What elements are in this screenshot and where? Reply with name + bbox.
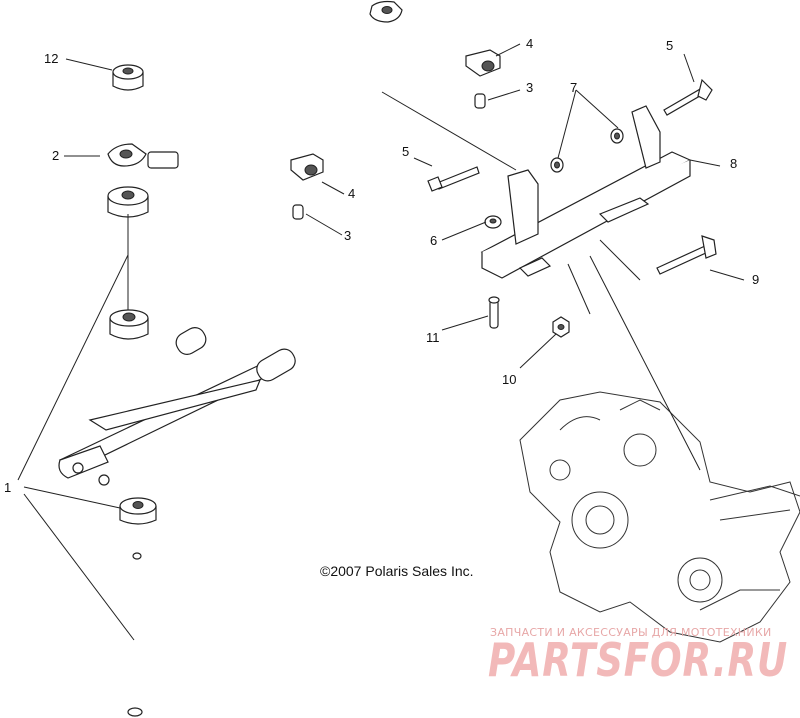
callout-4-upper: 4 bbox=[526, 36, 533, 51]
copyright-text: ©2007 Polaris Sales Inc. bbox=[320, 563, 474, 579]
part-9-bolt bbox=[656, 235, 717, 275]
callout-10: 10 bbox=[502, 372, 516, 387]
part-5-bolt-upper bbox=[663, 78, 713, 116]
part-7-washer-nut bbox=[550, 128, 624, 173]
watermark-tagline: ЗАПЧАСТИ И АКСЕССУАРЫ ДЛЯ МОТОТЕХНИКИ bbox=[490, 626, 772, 639]
engine-outline bbox=[519, 391, 800, 643]
callout-11: 11 bbox=[426, 330, 440, 345]
part-3-pin-lower bbox=[292, 204, 304, 220]
part-5-bolt-lower bbox=[427, 166, 480, 192]
callout-7: 7 bbox=[570, 80, 577, 95]
part-3-pin-upper bbox=[474, 93, 486, 109]
part-12-bushing bbox=[112, 64, 144, 91]
part-4-clamp-lower bbox=[290, 153, 324, 181]
callout-numbers: 12 2 4 3 4 3 5 7 5 8 6 9 11 10 1 bbox=[4, 36, 759, 495]
callout-9: 9 bbox=[752, 272, 759, 287]
callout-2: 2 bbox=[52, 148, 59, 163]
callout-4-lower: 4 bbox=[348, 186, 355, 201]
callout-5-upper: 5 bbox=[666, 38, 673, 53]
part-8-bracket bbox=[480, 105, 692, 279]
part-4-clamp-upper bbox=[465, 49, 501, 77]
a-arm bbox=[58, 327, 296, 486]
callout-3-lower: 3 bbox=[344, 228, 351, 243]
callout-6: 6 bbox=[430, 233, 437, 248]
part-1-link bbox=[107, 186, 157, 717]
callout-1: 1 bbox=[4, 480, 11, 495]
part-11-pin bbox=[488, 296, 500, 329]
stabilizer-bar bbox=[107, 0, 443, 169]
watermark-brand: PARTSFOR.RU bbox=[488, 633, 788, 687]
part-10-nut bbox=[552, 316, 570, 338]
part-6-nut bbox=[484, 215, 502, 229]
callout-5-lower: 5 bbox=[402, 144, 409, 159]
leader-lines bbox=[17, 43, 745, 641]
callout-3-upper: 3 bbox=[526, 80, 533, 95]
callout-8: 8 bbox=[730, 156, 737, 171]
callout-12: 12 bbox=[44, 51, 58, 66]
watermark: ЗАПЧАСТИ И АКСЕССУАРЫ ДЛЯ МОТОТЕХНИКИ PA… bbox=[488, 626, 788, 687]
